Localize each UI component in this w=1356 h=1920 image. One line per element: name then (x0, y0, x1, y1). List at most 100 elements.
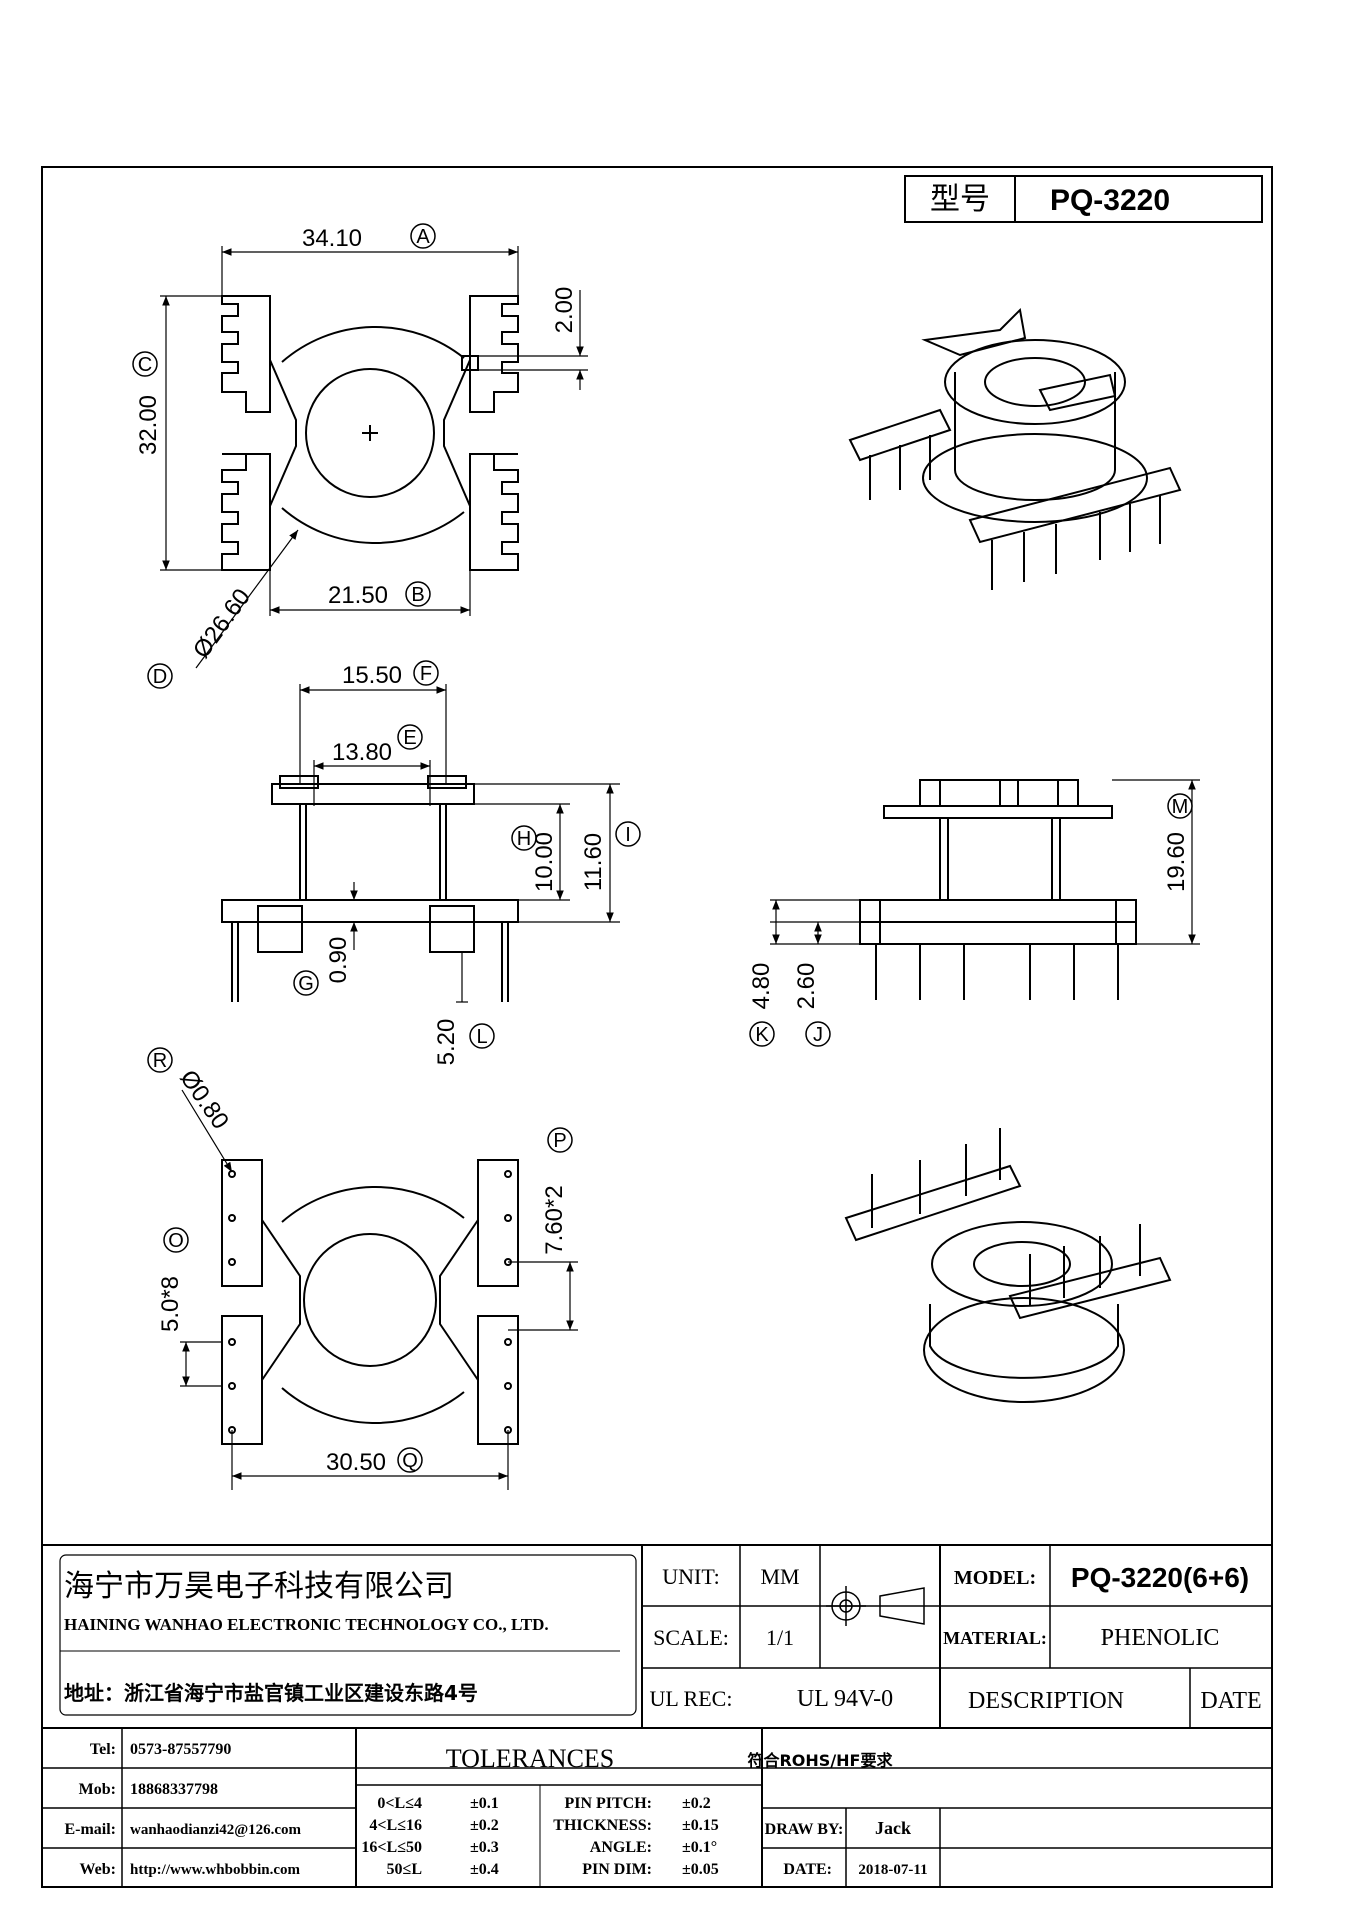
contact-web-label: Web: (80, 1861, 116, 1878)
tol-right-value-1: ±0.2 (682, 1795, 711, 1812)
label-b: B (405, 581, 431, 607)
draw-by-value: Jack (875, 1818, 911, 1838)
tolerances-title: TOLERANCES (446, 1744, 615, 1773)
ul-value: UL 94V-0 (797, 1686, 893, 1712)
tol-range-3: 16<L≤50 (361, 1839, 422, 1856)
ul-label: UL REC: (650, 1686, 733, 1711)
isometric-view-bottom (844, 1128, 1172, 1403)
dim-i-value: 11.60 (580, 833, 607, 891)
scale-value: 1/1 (766, 1625, 794, 1650)
bottom-center-hole (303, 1233, 437, 1367)
svg-text:F: F (420, 663, 432, 685)
tol-right-value-3: ±0.1° (682, 1839, 717, 1856)
dim-j-value: 2.60 (793, 963, 820, 1010)
dim-k-value: 4.80 (748, 963, 775, 1010)
top-view-dimensions (160, 246, 588, 669)
dim-g-value: 0.90 (325, 937, 352, 984)
label-m: M (1167, 793, 1193, 819)
svg-text:O: O (168, 1230, 184, 1252)
contact-email-label: E-mail: (64, 1821, 116, 1838)
contact-web-value: http://www.whbobbin.com (130, 1862, 301, 1878)
label-d: D (147, 663, 173, 689)
tol-right-label-4: PIN DIM: (582, 1861, 652, 1878)
material-value: PHENOLIC (1101, 1625, 1220, 1651)
contact-tel-label: Tel: (90, 1741, 116, 1758)
dim-f-value: 15.50 (342, 662, 402, 689)
model-header-label: 型号 (930, 182, 990, 217)
svg-text:K: K (755, 1024, 769, 1046)
front-view-dimensions (299, 684, 620, 1003)
draw-by-label: DRAW BY: (765, 1821, 844, 1838)
top-view (221, 295, 519, 571)
tol-right-label-3: ANGLE: (590, 1839, 652, 1856)
dim-o-value: 5.0*8 (157, 1276, 184, 1332)
svg-text:B: B (411, 584, 424, 606)
svg-text:C: C (138, 354, 152, 376)
contact-tel-value: 0573-87557790 (130, 1741, 231, 1758)
label-c: C (132, 351, 158, 377)
label-r: R (147, 1047, 173, 1073)
svg-text:R: R (153, 1050, 167, 1072)
tol-right-label-2: THICKNESS: (553, 1817, 652, 1834)
scale-label: SCALE: (653, 1625, 729, 1650)
material-label: MATERIAL: (943, 1628, 1047, 1648)
center-hole (305, 368, 435, 498)
dim-top-right-value: 2.00 (551, 287, 578, 334)
label-l: L (469, 1023, 495, 1049)
svg-text:L: L (476, 1026, 487, 1048)
tol-range-1: 0<L≤4 (377, 1795, 422, 1812)
dim-e-value: 13.80 (332, 739, 392, 766)
dim-d-value: Ø26.60 (188, 584, 256, 664)
svg-text:H: H (517, 828, 531, 850)
company-name-cn: 海宁市万昊电子科技有限公司 (64, 1569, 454, 1604)
tol-value-3: ±0.3 (470, 1839, 499, 1856)
dim-l-value: 5.20 (433, 1019, 460, 1066)
dim-b-value: 21.50 (328, 582, 388, 609)
dim-r-value: Ø0.80 (174, 1065, 234, 1134)
front-view (221, 775, 519, 1002)
svg-text:D: D (153, 666, 167, 688)
contact-mob-label: Mob: (79, 1781, 116, 1798)
svg-text:E: E (403, 727, 416, 749)
dim-c-value: 32.00 (135, 395, 162, 455)
bottom-view (221, 1159, 519, 1445)
svg-text:I: I (625, 824, 631, 846)
rohs-note: 符合ROHS/HF要求 (747, 1751, 893, 1770)
tol-right-value-2: ±0.15 (682, 1817, 719, 1834)
model-label: MODEL: (954, 1567, 1036, 1589)
unit-value: MM (760, 1564, 799, 1589)
projection-symbol-icon (826, 1586, 925, 1626)
contact-mob-value: 18868337798 (130, 1781, 218, 1798)
svg-text:G: G (298, 973, 314, 995)
tol-value-4: ±0.4 (470, 1861, 499, 1878)
label-q: Q (397, 1447, 423, 1473)
svg-text:A: A (416, 226, 430, 248)
unit-label: UNIT: (662, 1564, 720, 1589)
label-o: O (163, 1227, 189, 1253)
dim-a-value: 34.10 (302, 225, 362, 252)
title-block-text: 海宁市万昊电子科技有限公司 HAINING WANHAO ELECTRONIC … (64, 1562, 1262, 1878)
title-block (42, 1544, 1272, 1887)
label-h: H (511, 825, 537, 851)
contact-email-value: wanhaodianzi42@126.com (130, 1822, 302, 1838)
tol-range-4: 50≤L (387, 1861, 422, 1878)
tol-right-value-4: ±0.05 (682, 1861, 719, 1878)
label-e: E (397, 724, 423, 750)
sheet-border (41, 166, 1273, 1888)
model-header-value: PQ-3220 (1050, 184, 1170, 217)
tol-value-2: ±0.2 (470, 1817, 499, 1834)
svg-text:P: P (553, 1130, 566, 1152)
label-p: P (547, 1127, 573, 1153)
label-i: I (615, 821, 641, 847)
label-a: A (410, 223, 436, 249)
company-name-en: HAINING WANHAO ELECTRONIC TECHNOLOGY CO.… (64, 1615, 549, 1634)
model-header: 型号 PQ-3220 (904, 175, 1263, 223)
svg-text:Q: Q (402, 1450, 418, 1472)
label-k: K (749, 1021, 775, 1047)
isometric-view-top (848, 307, 1182, 590)
company-address: 地址：浙江省海宁市盐官镇工业区建设东路4号 (64, 1681, 478, 1705)
svg-text:M: M (1172, 796, 1189, 818)
bottom-view-dimensions (180, 1089, 578, 1490)
svg-text:J: J (813, 1024, 823, 1046)
